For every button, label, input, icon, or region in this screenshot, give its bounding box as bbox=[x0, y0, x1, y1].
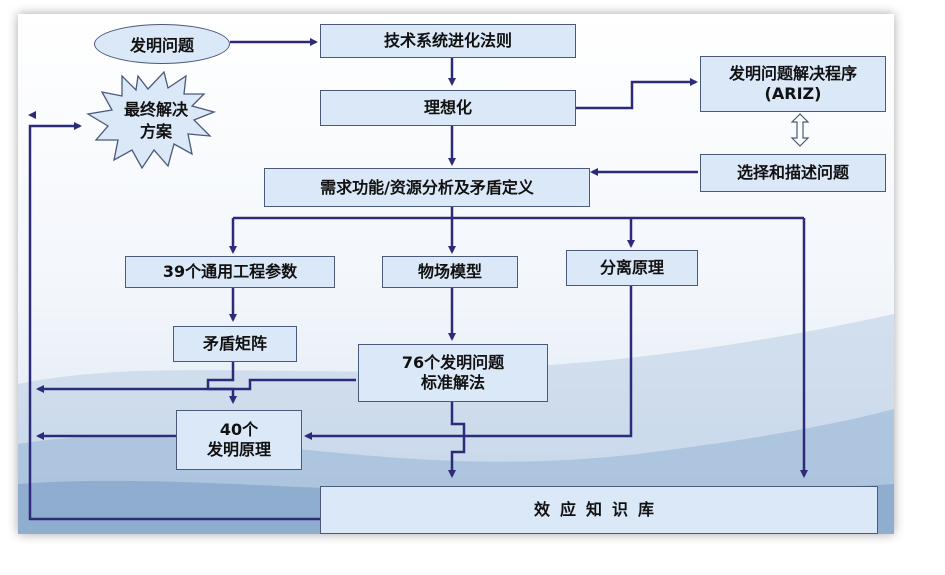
arrow-matrix-to-principles bbox=[206, 362, 237, 404]
arrow-standard-to-kb bbox=[448, 402, 466, 478]
node-demand-analysis-label: 需求功能/资源分析及矛盾定义 bbox=[320, 177, 534, 197]
node-contradiction-matrix: 矛盾矩阵 bbox=[173, 326, 297, 362]
node-ariz-line2: (ARIZ) bbox=[764, 84, 822, 103]
node-invention-problem: 发明问题 bbox=[94, 24, 230, 64]
node-principles-line2: 发明原理 bbox=[206, 440, 271, 459]
connector-arrows bbox=[28, 38, 810, 521]
node-engineering-params-label: 39个通用工程参数 bbox=[162, 262, 298, 281]
node-substance-field-label: 物场模型 bbox=[417, 262, 482, 281]
node-final-solution-line1: 最终解决 bbox=[123, 100, 188, 119]
node-engineering-params: 39个通用工程参数 bbox=[125, 256, 335, 288]
final-solution-star bbox=[86, 70, 217, 170]
node-final-solution: 最终解决 方案 bbox=[116, 99, 196, 142]
node-evolution-laws-label: 技术系统进化法则 bbox=[383, 31, 512, 50]
arrow-standard-feedback bbox=[36, 378, 356, 393]
node-effects-kb-label: 效应知识库 bbox=[533, 500, 664, 519]
node-standard-solutions: 76个发明问题 标准解法 bbox=[358, 344, 548, 402]
node-invention-principles: 40个 发明原理 bbox=[176, 410, 302, 470]
node-select-describe-label: 选择和描述问题 bbox=[736, 163, 849, 182]
node-principles-line1: 40个 bbox=[219, 420, 259, 439]
node-demand-analysis: 需求功能/资源分析及矛盾定义 bbox=[264, 168, 590, 207]
node-ariz: 发明问题解决程序 (ARIZ) bbox=[700, 56, 886, 112]
arrow-separation-to-principles bbox=[304, 286, 633, 440]
arrow-kb-to-final-solution bbox=[28, 122, 320, 521]
node-standard-solutions-line1: 76个发明问题 bbox=[401, 353, 505, 372]
node-ideality: 理想化 bbox=[320, 90, 576, 126]
ariz-select-double-arrow bbox=[790, 113, 810, 147]
diagram-frame: 发明问题 技术系统进化法则 发明问题解决程序 (ARIZ) 理想化 最终解决 方… bbox=[18, 14, 894, 534]
node-final-solution-line2: 方案 bbox=[139, 121, 172, 141]
node-ideality-label: 理想化 bbox=[423, 98, 472, 117]
node-ariz-line1: 发明问题解决程序 bbox=[728, 64, 857, 83]
arrow-ideality-to-ariz bbox=[576, 78, 698, 110]
node-effects-knowledge-base: 效应知识库 bbox=[320, 486, 878, 534]
node-substance-field: 物场模型 bbox=[382, 256, 518, 288]
node-evolution-laws: 技术系统进化法则 bbox=[320, 24, 576, 58]
node-separation-label: 分离原理 bbox=[599, 258, 664, 277]
node-standard-solutions-line2: 标准解法 bbox=[420, 373, 485, 392]
node-invention-problem-label: 发明问题 bbox=[129, 36, 194, 55]
node-separation: 分离原理 bbox=[566, 250, 698, 286]
node-select-describe: 选择和描述问题 bbox=[700, 154, 886, 192]
node-contradiction-matrix-label: 矛盾矩阵 bbox=[202, 334, 267, 353]
